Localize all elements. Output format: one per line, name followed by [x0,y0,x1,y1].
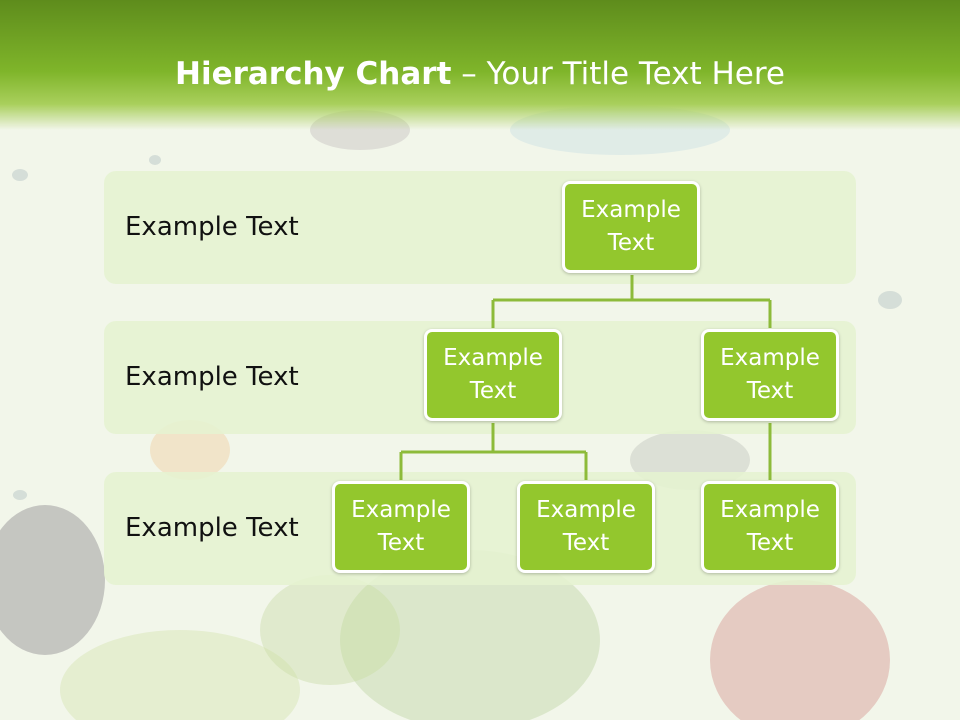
title-bold: Hierarchy Chart [175,56,452,92]
node-level3-a-label: Example Text [351,497,451,556]
title-rest: – Your Title Text Here [451,56,785,92]
node-root[interactable]: Example Text [562,181,700,273]
hierarchy-row-1 [104,171,856,284]
node-level3-c[interactable]: Example Text [701,481,839,573]
node-level3-b[interactable]: Example Text [517,481,655,573]
node-level3-c-label: Example Text [720,497,820,556]
node-level3-b-label: Example Text [536,497,636,556]
row-1-label: Example Text [125,212,299,242]
row-2-label: Example Text [125,362,299,392]
node-level2-left[interactable]: Example Text [424,329,562,421]
page-title: Hierarchy Chart – Your Title Text Here [0,54,960,94]
row-3-label: Example Text [125,513,299,543]
node-level2-right-label: Example Text [720,345,820,404]
title-bar [0,0,960,130]
node-level2-right[interactable]: Example Text [701,329,839,421]
node-level3-a[interactable]: Example Text [332,481,470,573]
node-level2-left-label: Example Text [443,345,543,404]
node-root-label: Example Text [581,197,681,256]
